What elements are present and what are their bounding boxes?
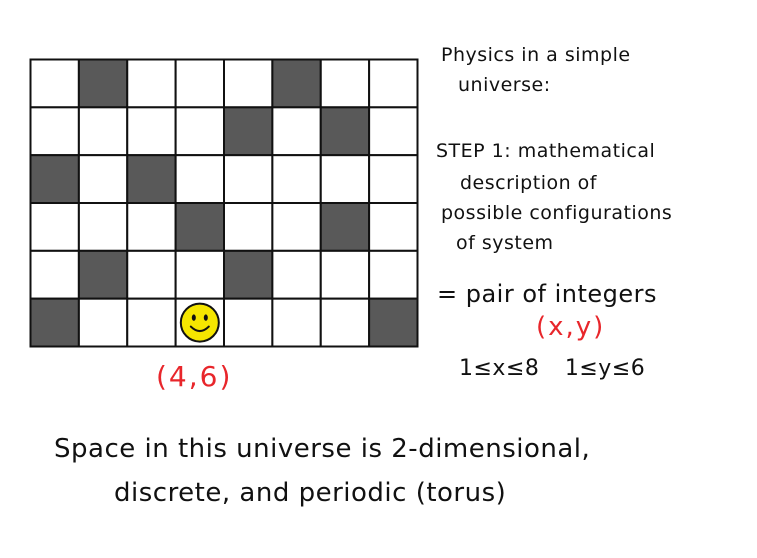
grid-cell-3-3-dark [126, 154, 177, 204]
grid-cell-5-5-dark [223, 249, 274, 300]
grid-cell-8-6-dark [368, 297, 419, 348]
smiley-face [179, 302, 220, 343]
grid-cell-3-6-light [126, 297, 177, 348]
grid-cell-3-5-light [126, 249, 177, 300]
grid-cell-1-5-light [29, 249, 80, 300]
coordinate-range: 1≤x≤8 1≤y≤6 [459, 356, 646, 381]
xy-symbol: (x,y) [536, 312, 606, 342]
pair-of-integers-text: = pair of integers [437, 280, 658, 308]
grid-cell-5-3-light [223, 154, 274, 204]
grid-cell-7-6-light [319, 297, 371, 348]
grid-cell-2-2-light [77, 106, 129, 157]
configuration-grid [29, 58, 419, 348]
grid-cell-5-4-light [223, 202, 274, 252]
smiley-mouth [189, 325, 210, 333]
grid-cell-5-2-dark [223, 106, 274, 157]
grid-cell-6-4-light [271, 202, 322, 252]
grid-cell-7-5-light [319, 249, 371, 300]
grid-cell-7-2-dark [319, 106, 371, 157]
grid-cell-6-2-light [271, 106, 322, 157]
smiley-left-eye [191, 314, 196, 321]
smiley-face-icon [179, 302, 220, 343]
grid-cell-8-2-light [368, 106, 419, 157]
title-line-1: Physics in a simple [441, 44, 631, 66]
grid-cell-4-5-light [174, 249, 225, 300]
grid-cell-7-1-light [319, 58, 371, 109]
grid-cell-1-3-dark [29, 154, 80, 204]
step-line-2: description of [460, 172, 597, 194]
grid-cell-8-4-light [368, 202, 419, 252]
grid-cell-2-1-dark [77, 58, 129, 109]
grid-cell-8-5-light [368, 249, 419, 300]
grid-cell-8-3-light [368, 154, 419, 204]
grid-cell-3-4-light [126, 202, 177, 252]
smiley-right-eye [203, 314, 208, 321]
grid-cell-4-2-light [174, 106, 225, 157]
grid-cell-4-4-dark [174, 202, 225, 252]
grid-cell-6-5-light [271, 249, 322, 300]
grid-cell-2-6-light [77, 297, 129, 348]
grid-cell-4-3-light [174, 154, 225, 204]
grid-cell-5-1-light [223, 58, 274, 109]
grid-svg [29, 58, 419, 348]
grid-cell-1-6-dark [29, 297, 80, 348]
step-line-1: STEP 1: mathematical [436, 140, 656, 162]
grid-cell-2-5-dark [77, 249, 129, 300]
grid-cell-5-6-light [223, 297, 274, 348]
grid-cell-1-4-light [29, 202, 80, 252]
smiley-position-label: (4,6) [156, 360, 233, 393]
grid-cell-1-2-light [29, 106, 80, 157]
grid-cell-2-4-light [77, 202, 129, 252]
title-line-2: universe: [458, 74, 551, 96]
grid-cell-6-3-light [271, 154, 322, 204]
grid-cell-4-1-light [174, 58, 225, 109]
step-line-3: possible configurations [441, 202, 673, 224]
caption-line-2: discrete, and periodic (torus) [114, 478, 507, 508]
grid-cell-2-3-light [77, 154, 129, 204]
grid-cell-1-1-light [29, 58, 80, 109]
grid-cell-6-1-dark [271, 58, 322, 109]
grid-cell-3-2-light [126, 106, 177, 157]
grid-cell-7-4-dark [319, 202, 371, 252]
step-line-4: of system [456, 232, 554, 254]
grid-cell-6-6-light [271, 297, 322, 348]
caption-line-1: Space in this universe is 2-dimensional, [54, 434, 591, 464]
grid-cell-3-1-light [126, 58, 177, 109]
grid-cell-8-1-light [368, 58, 419, 109]
grid-cell-7-3-light [319, 154, 371, 204]
